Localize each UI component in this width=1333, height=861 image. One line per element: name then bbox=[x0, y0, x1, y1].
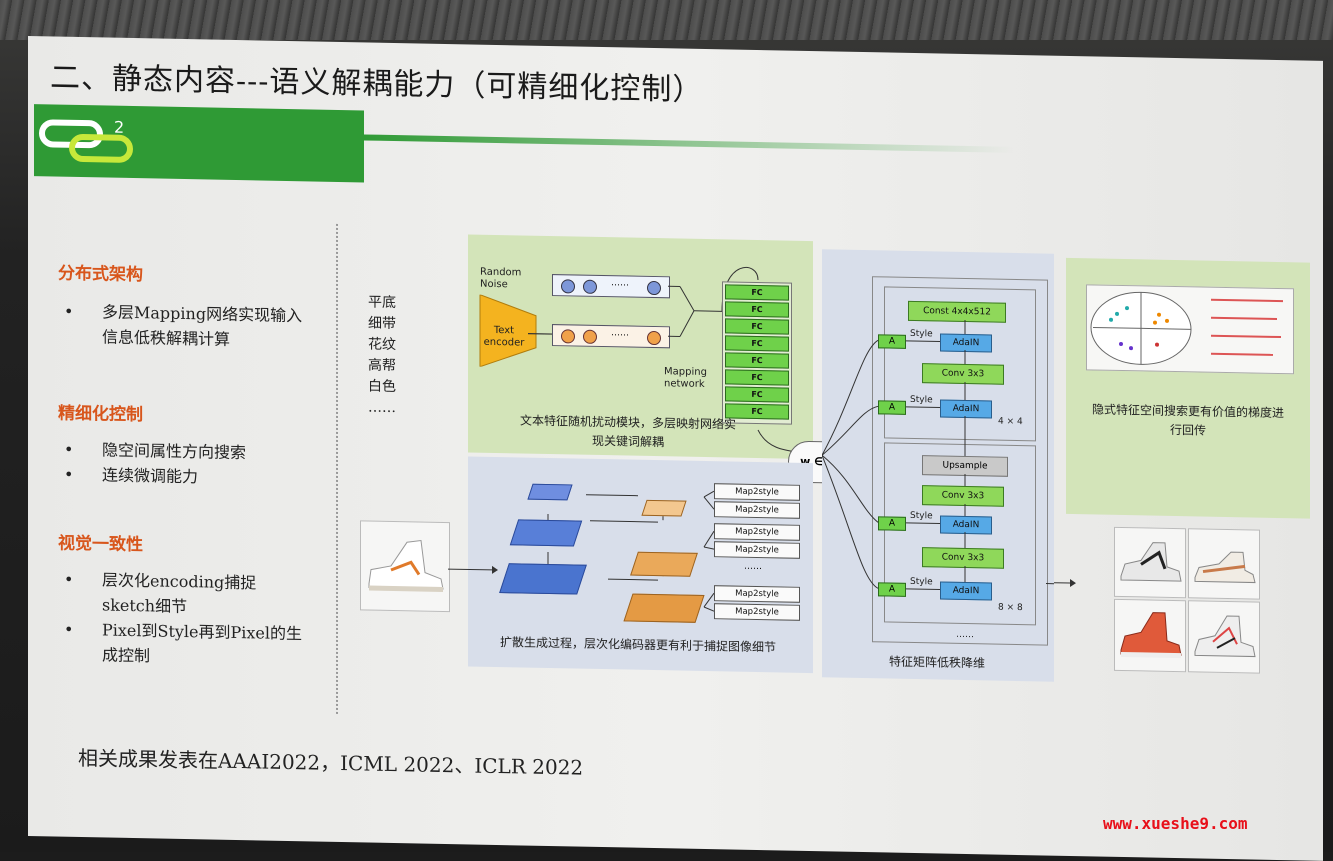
bullet-text: 层次化encoding捕捉sketch细节 bbox=[102, 570, 256, 616]
logo-superscript: 2 bbox=[114, 118, 124, 137]
output-sneaker-2 bbox=[1188, 528, 1260, 599]
keyword: 高帮 bbox=[368, 356, 408, 378]
map2style-block: Map2style bbox=[714, 541, 800, 559]
mapping-caption: 文本特征随机扰动模块，多层映射网络实现关键词解耦 bbox=[518, 411, 738, 453]
fc-layer: FC bbox=[725, 386, 789, 402]
publications-footer: 相关成果发表在AAAI2022，ICML 2022、ICLR 2022 bbox=[78, 742, 583, 781]
map2style-block: Map2style bbox=[714, 585, 800, 603]
keyword: 花纹 bbox=[368, 335, 408, 357]
slide-title: 二、静态内容---语义解耦能力（可精细化控制） bbox=[50, 52, 703, 109]
section-heading-visual-consistency: 视觉一致性 bbox=[58, 529, 143, 556]
sneaker-icon bbox=[1115, 528, 1185, 597]
synthesis-caption: 特征矩阵低秩降维 bbox=[842, 652, 1032, 675]
bullet-distributed-1: • 多层Mapping网络实现输入信息低秩解耦计算 bbox=[102, 299, 312, 353]
latent-search-caption: 隐式特征空间搜索更有价值的梯度进行回传 bbox=[1092, 400, 1284, 442]
bullet-dot: • bbox=[64, 462, 73, 487]
sneaker-icon bbox=[1115, 600, 1185, 671]
sneaker-icon bbox=[1189, 601, 1259, 672]
bullet-text: 隐空间属性方向搜索 bbox=[102, 440, 246, 462]
section-heading-distributed: 分布式架构 bbox=[58, 259, 143, 286]
latent-search-panel: 隐式特征空间搜索更有价值的梯度进行回传 bbox=[1066, 258, 1310, 519]
keyword: 白色 bbox=[368, 377, 408, 399]
chain-logo-icon bbox=[38, 114, 148, 168]
ceiling bbox=[0, 0, 1333, 40]
output-arrow bbox=[1054, 578, 1076, 588]
fc-layer: FC bbox=[725, 318, 789, 334]
latent-space-thumbnail bbox=[1086, 284, 1294, 374]
bullet-dot: • bbox=[64, 437, 73, 462]
decoder-block-medium bbox=[630, 552, 698, 577]
bullet-dot: • bbox=[64, 567, 73, 592]
bullet-fine-control-2: • 连续微调能力 bbox=[102, 462, 322, 491]
fc-stack: FC FC FC FC FC FC FC FC bbox=[722, 281, 792, 424]
fc-layer: FC bbox=[725, 369, 789, 385]
map2style-block: Map2style bbox=[714, 483, 800, 501]
bullet-dot: • bbox=[64, 299, 73, 324]
keyword: 细带 bbox=[368, 314, 408, 336]
bullet-text: 多层Mapping网络实现输入信息低秩解耦计算 bbox=[102, 302, 302, 348]
fc-layer: FC bbox=[725, 352, 789, 368]
bullet-text: 连续微调能力 bbox=[102, 465, 198, 486]
mapping-panel: Random Noise Text encoder …… …… bbox=[468, 234, 813, 459]
encoder-block-medium bbox=[510, 519, 582, 546]
header-green-line bbox=[364, 134, 1014, 152]
encoder-block-small bbox=[527, 484, 572, 501]
encoder-block-large bbox=[499, 563, 587, 594]
fc-layer: FC bbox=[725, 301, 789, 317]
output-sneaker-4 bbox=[1188, 600, 1260, 673]
map2style-block: Map2style bbox=[714, 501, 800, 519]
sneaker-icon bbox=[1189, 529, 1259, 598]
map2style-dots: …… bbox=[744, 562, 762, 572]
keyword: …… bbox=[368, 398, 408, 420]
input-sneaker-image bbox=[360, 520, 450, 612]
bullet-text: Pixel到Style再到Pixel的生成控制 bbox=[102, 620, 302, 665]
output-sneaker-1 bbox=[1114, 527, 1186, 598]
keyword: 平底 bbox=[368, 293, 408, 315]
input-keywords: 平底 细带 花纹 高帮 白色 …… bbox=[368, 293, 408, 420]
presentation-slide: 二、静态内容---语义解耦能力（可精细化控制） 2 分布式架构 • 多层Mapp… bbox=[28, 36, 1323, 861]
section-heading-fine-control: 精细化控制 bbox=[58, 399, 143, 426]
map2style-block: Map2style bbox=[714, 523, 800, 541]
watermark-text: www.xueshe9.com bbox=[1103, 814, 1248, 833]
fc-layer: FC bbox=[725, 284, 789, 300]
decoder-block-large bbox=[623, 594, 704, 623]
output-sneaker-3 bbox=[1114, 599, 1186, 672]
synthesis-panel: Const 4x4x512 AdaIN Conv 3x3 AdaIN 4 × 4… bbox=[822, 249, 1054, 681]
sneaker-sketch-icon bbox=[361, 521, 449, 611]
decoder-block-small bbox=[641, 500, 686, 517]
bullet-visual-2: • Pixel到Style再到Pixel的生成控制 bbox=[102, 617, 302, 671]
synthesis-arrows bbox=[822, 249, 1054, 681]
bullet-dot: • bbox=[64, 617, 73, 642]
mapping-network-label: Mapping network bbox=[664, 366, 720, 391]
input-arrow bbox=[448, 564, 498, 575]
encoder-panel: Map2style Map2style Map2style Map2style … bbox=[468, 456, 813, 673]
dotted-divider bbox=[336, 224, 338, 714]
map2style-block: Map2style bbox=[714, 603, 800, 621]
bullet-visual-1: • 层次化encoding捕捉sketch细节 bbox=[102, 567, 302, 621]
fc-layer: FC bbox=[725, 335, 789, 351]
scatter-cluster-icon bbox=[1087, 285, 1293, 373]
